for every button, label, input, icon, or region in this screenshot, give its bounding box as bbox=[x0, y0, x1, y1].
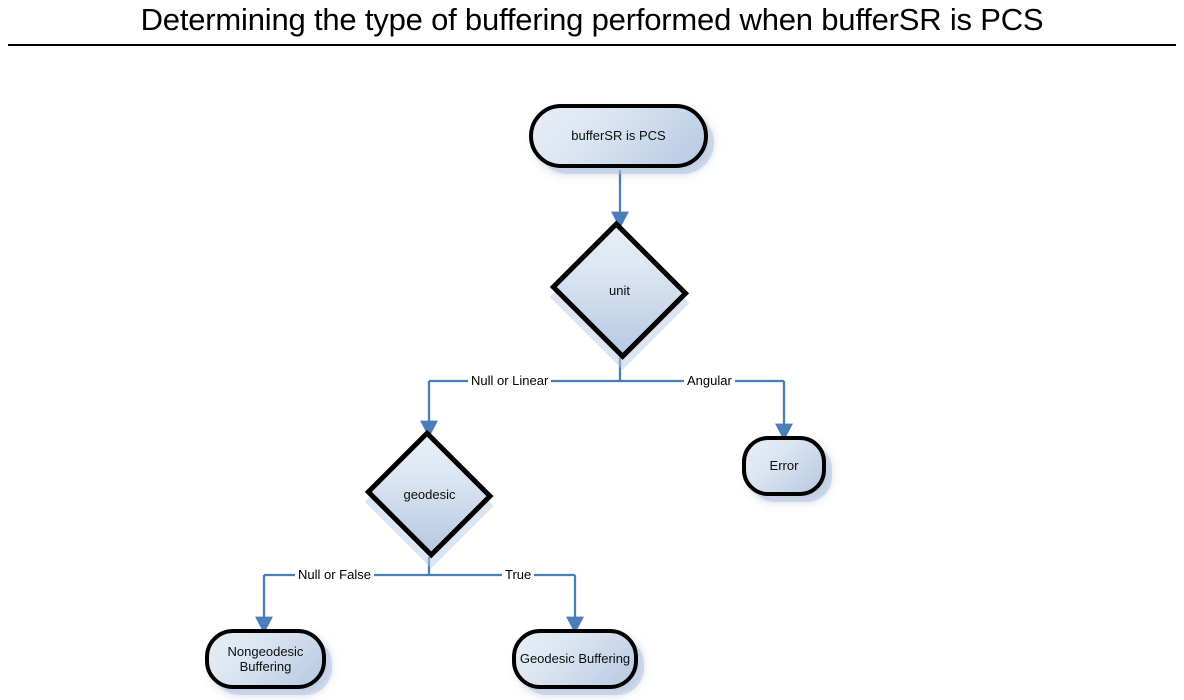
node-label: Geodesic Buffering bbox=[519, 651, 631, 667]
page-title: Determining the type of buffering perfor… bbox=[140, 2, 1044, 37]
node-label: Nongeodesic Buffering bbox=[227, 643, 304, 674]
edge-label-null-or-false: Null or False bbox=[295, 568, 374, 582]
title-bar: Determining the type of buffering perfor… bbox=[0, 0, 1184, 48]
edge-label-null-or-linear: Null or Linear bbox=[468, 374, 552, 388]
node-geodesic-buffering[interactable]: Geodesic Buffering bbox=[512, 629, 638, 689]
node-nongeodesic-buffering[interactable]: Nongeodesic Buffering bbox=[205, 629, 326, 689]
node-unit-decision[interactable]: unit bbox=[547, 220, 692, 370]
node-error[interactable]: Error bbox=[742, 436, 826, 496]
node-label: bufferSR is PCS bbox=[571, 128, 666, 144]
edge-label-angular: Angular bbox=[684, 374, 735, 388]
node-label: geodesic bbox=[403, 486, 456, 502]
edge-label-true: True bbox=[502, 568, 535, 582]
node-geodesic-decision[interactable]: geodesic bbox=[363, 429, 496, 569]
node-buffersr-is-pcs[interactable]: bufferSR is PCS bbox=[529, 104, 708, 168]
node-label: Error bbox=[769, 458, 799, 474]
node-label: unit bbox=[609, 282, 630, 298]
title-underline-rule bbox=[8, 44, 1176, 46]
